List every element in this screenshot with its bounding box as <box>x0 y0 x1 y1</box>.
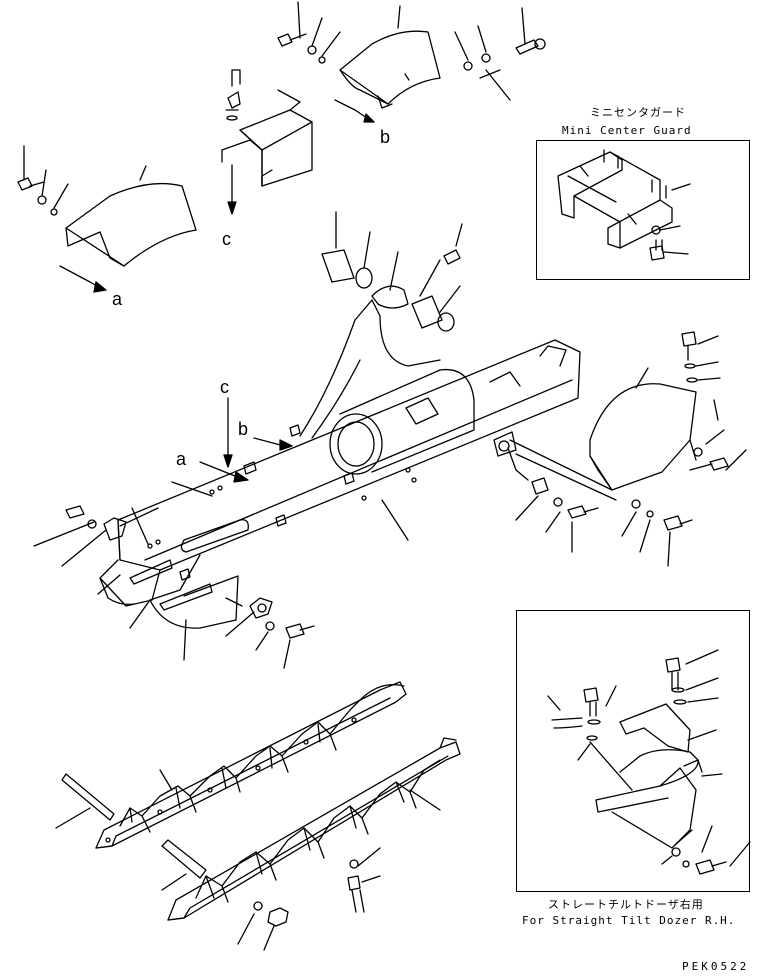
guard-a <box>17 145 197 267</box>
straight-tilt-jp-title: ストレートチルトドーザ右用 <box>548 898 704 911</box>
arrowhead-c-frame <box>223 454 233 468</box>
bottom-guard-lower <box>161 737 461 951</box>
arrowhead-b-top <box>363 113 375 123</box>
frame-leaders <box>33 447 599 661</box>
label-c-top: c <box>222 229 231 249</box>
mini-center-guard-drawing <box>557 149 691 261</box>
label-a-frame: a <box>176 449 187 469</box>
mini-guard-jp-title: ミニセンタガード <box>590 106 686 119</box>
mini-guard-en-title: Mini Center Guard <box>562 124 692 137</box>
arrowhead-b-frame <box>279 439 293 451</box>
straight-tilt-en-title: For Straight Tilt Dozer R.H. <box>522 914 736 927</box>
label-b-frame: b <box>238 419 249 439</box>
straight-tilt-inset-frame <box>516 610 750 892</box>
bottom-guard-upper <box>55 681 407 849</box>
lower-bracket <box>225 597 315 669</box>
arrowhead-a-top <box>93 281 107 293</box>
guard-c <box>221 69 313 187</box>
pivot-parts <box>321 211 463 332</box>
top-bolts-right <box>397 5 546 101</box>
arrow-a-top <box>59 265 101 289</box>
top-guard-b <box>339 30 441 109</box>
arrowhead-a-frame <box>233 471 249 483</box>
label-c-frame: c <box>220 377 229 397</box>
label-a-top: a <box>112 289 123 309</box>
track-frame <box>99 299 617 629</box>
drawing-code: PEK0522 <box>682 960 750 973</box>
mini-guard-inset-frame <box>536 140 750 280</box>
label-b-top: b <box>380 127 391 147</box>
arrowhead-c-top <box>227 201 237 215</box>
straight-tilt-drawing <box>547 649 751 875</box>
arrow-b-frame <box>253 437 285 447</box>
arrow-a-frame <box>199 461 241 479</box>
rear-guard <box>589 331 747 567</box>
top-bolts-left <box>277 1 341 64</box>
